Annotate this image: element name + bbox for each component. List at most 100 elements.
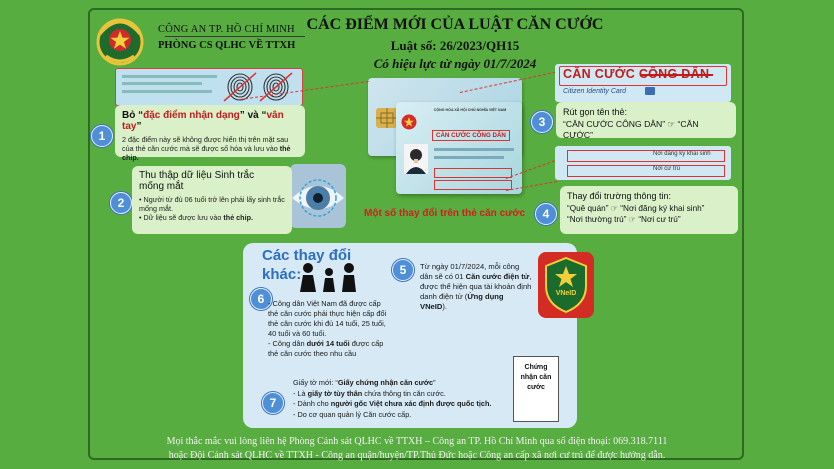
item-3-body: “CĂN CƯỚC CÔNG DÂN” ☞ “CĂN CƯỚC” [563, 119, 699, 140]
item-2-bullet-text: Người từ đủ 06 tuổi trở lên phải lấy sin… [139, 195, 285, 213]
step-badge-5: 5 [392, 259, 414, 281]
law-number: Luật số: 26/2023/QH15 [390, 38, 520, 53]
chip-icon [376, 108, 398, 128]
item-6-text: - Công dân Việt Nam đã được cấp thẻ căn … [268, 299, 392, 359]
item-6-para-2: - Công dân dưới 14 tuổi được cấp thẻ căn… [268, 339, 384, 358]
item-5-part: ). [442, 302, 448, 311]
portrait-photo [404, 144, 428, 174]
infographic-frame [88, 8, 744, 460]
item-2-bold: thẻ chip. [223, 213, 253, 222]
card-text-line [434, 148, 514, 151]
card-name-banner: CĂN CƯỚC CÔNG DÂN Citizen Identity Card [555, 64, 731, 102]
item-4-line-2: “Nơi thường trú” ☞ “Nơi cư trú” [567, 215, 681, 224]
step-badge-2: 2 [110, 192, 132, 214]
item-7-bold: người gốc Việt chưa xác định được quốc t… [330, 399, 492, 408]
item-6-part: Công dân [272, 339, 305, 348]
national-emblem-icon [401, 114, 417, 130]
item-6-part: Công dân Việt Nam đã được cấp thẻ căn cư… [268, 299, 387, 338]
police-emblem-icon [96, 18, 144, 66]
item-5-bold: Ứng dụng VNeID [420, 292, 504, 311]
vneid-label: VNeID [555, 290, 577, 297]
item-7-part: - Dành cho [293, 399, 329, 408]
item-5-part: , được thể hiện qua tài khoản định danh … [420, 272, 532, 301]
agency-name: CÔNG AN TP. HỒ CHÍ MINH [158, 24, 295, 35]
item-7-line-2: - Dành cho người gốc Việt chưa xác định … [293, 399, 513, 410]
item-1-title: Bỏ “đặc điểm nhận dạng” và “vân tay” [122, 110, 298, 132]
card-back-image [115, 68, 303, 106]
other-changes-heading-2: khác: [262, 266, 302, 283]
step-badge-1: 1 [91, 125, 113, 147]
page-title: CÁC ĐIỂM MỚI CỦA LUẬT CĂN CƯỚC [306, 16, 604, 33]
item-2-title: Thu thập dữ liệu Sinh trắc mống mắt [139, 170, 255, 192]
item-5-part: Từ ngày 01/7/2024, mỗi công dân sẽ có 01 [420, 262, 520, 281]
item-2-box: Thu thập dữ liệu Sinh trắc mống mắt • Ng… [132, 166, 292, 234]
card-front-title: CĂN CƯỚC CÔNG DÂN [432, 130, 510, 141]
cards-caption: Một số thay đổi trên thẻ căn cước [364, 208, 526, 219]
item-3-box: Rút gọn tên thẻ: “CĂN CƯỚC CÔNG DÂN” ☞ “… [556, 102, 736, 140]
item-6-para-1: - Công dân Việt Nam đã được cấp thẻ căn … [268, 299, 387, 338]
card-text-line [434, 156, 504, 159]
certificate-label: Chứng nhận căn cước [520, 364, 552, 391]
item-1-text: 2 đặc điểm này sẽ không được hiển thị tr… [122, 135, 289, 153]
step-badge-7: 7 [262, 392, 284, 414]
item-1-body: 2 đặc điểm này sẽ không được hiển thị tr… [122, 135, 298, 162]
other-changes-heading-1: Các thay đổi [262, 247, 352, 264]
fingerprint-icon [223, 72, 293, 102]
item-5-text: Từ ngày 01/7/2024, mỗi công dân sẽ có 01… [420, 262, 532, 312]
item-7-line-3: - Do cơ quan quản lý Căn cước cấp. [293, 409, 412, 419]
item-1-title-highlight: đặc điểm nhận dạng [143, 110, 240, 121]
vneid-app-icon [538, 252, 594, 318]
agency-divider [165, 36, 305, 37]
item-4-title: Thay đổi trường thông tin: [567, 191, 671, 201]
item-7-line-1: - Là giấy tờ tùy thân chứa thông tin căn… [293, 389, 513, 400]
item-3-title: Rút gọn tên thẻ: [563, 107, 628, 117]
certificate-document-icon: Chứng nhận căn cước [513, 356, 559, 422]
card-text-line [122, 90, 212, 93]
item-7-part: - Là [293, 388, 306, 398]
item-7-part: chứa thông tin căn cước. [364, 388, 446, 398]
card-field-2: Nơi cư trú [653, 166, 680, 172]
item-7-bold: giấy tờ tùy thân [307, 388, 363, 398]
banner-subtitle: Citizen Identity Card [563, 88, 627, 95]
item-7-text: Giấy tờ mới: “Giấy chứng nhận căn cước” … [293, 378, 513, 420]
card-front-image: CỘNG HÒA XÃ HỘI CHỦ NGHĨA VIỆT NAM CĂN C… [396, 102, 522, 194]
strikethrough-line [641, 74, 713, 76]
card-nation: CỘNG HÒA XÃ HỘI CHỦ NGHĨA VIỆT NAM [433, 108, 507, 112]
banner-title: CĂN CƯỚC CÔNG DÂN [563, 67, 710, 81]
item-1-bold: thẻ chip. [122, 144, 291, 162]
item-2-bullet-2: • Dữ liệu sẽ được lưu vào thẻ chip. [139, 213, 253, 222]
item-7-part: ” [433, 378, 436, 387]
item-6-bold: dưới 14 tuổi [306, 339, 350, 348]
item-4-box: Thay đổi trường thông tin: “Quê quán” ☞ … [560, 186, 738, 234]
card-highlight-box [434, 180, 512, 190]
item-5-bold: Căn cước điện tử [465, 272, 530, 281]
department-name: PHÒNG CS QLHC VỀ TTXH [158, 40, 296, 51]
footer-line-2: hoặc Đội Cảnh sát QLHC về TTXH - Công an… [168, 450, 666, 461]
field-highlight [567, 165, 725, 177]
footer-line-1: Mọi thắc mắc vui lòng liên hệ Phòng Cảnh… [166, 436, 668, 447]
item-1-title-highlight: vân tay [122, 110, 284, 132]
card-text-line [122, 75, 217, 78]
effective-date: Có hiệu lực từ ngày 01/7/2024 [373, 56, 537, 71]
step-badge-4: 4 [535, 203, 557, 225]
step-badge-6: 6 [250, 288, 272, 310]
family-icon [300, 263, 356, 292]
item-7-bold: Giấy chứng nhận căn cước [337, 378, 434, 387]
card-field-1: Nơi đăng ký khai sinh [653, 151, 711, 157]
card-highlight-box [434, 168, 512, 178]
item-4-line-1: “Quê quán” ☞ “Nơi đăng ký khai sinh” [567, 204, 705, 213]
step-badge-3: 3 [531, 111, 553, 133]
card-text-line [122, 82, 202, 85]
card-chip-icon [645, 87, 655, 95]
item-1-title-part: ” [136, 121, 142, 132]
item-6-part: được cấp thẻ căn cước theo nhu cầu [268, 339, 384, 358]
item-2-bullet-1: • Người từ đủ 06 tuổi trở lên phải lấy s… [139, 195, 285, 213]
item-2-bullet-text: Dữ liệu sẽ được lưu vào [143, 213, 222, 222]
item-7-part: Giấy tờ mới: “ [293, 378, 338, 387]
item-1-title-part: Bỏ “ [122, 110, 144, 121]
banner-highlight [559, 66, 727, 86]
card-fields-image: Nơi đăng ký khai sinh Nơi cư trú [555, 146, 731, 180]
field-highlight [567, 150, 725, 162]
item-1-title-part: ” và “ [239, 110, 267, 121]
item-7-lead: Giấy tờ mới: “Giấy chứng nhận căn cước” [293, 378, 513, 389]
